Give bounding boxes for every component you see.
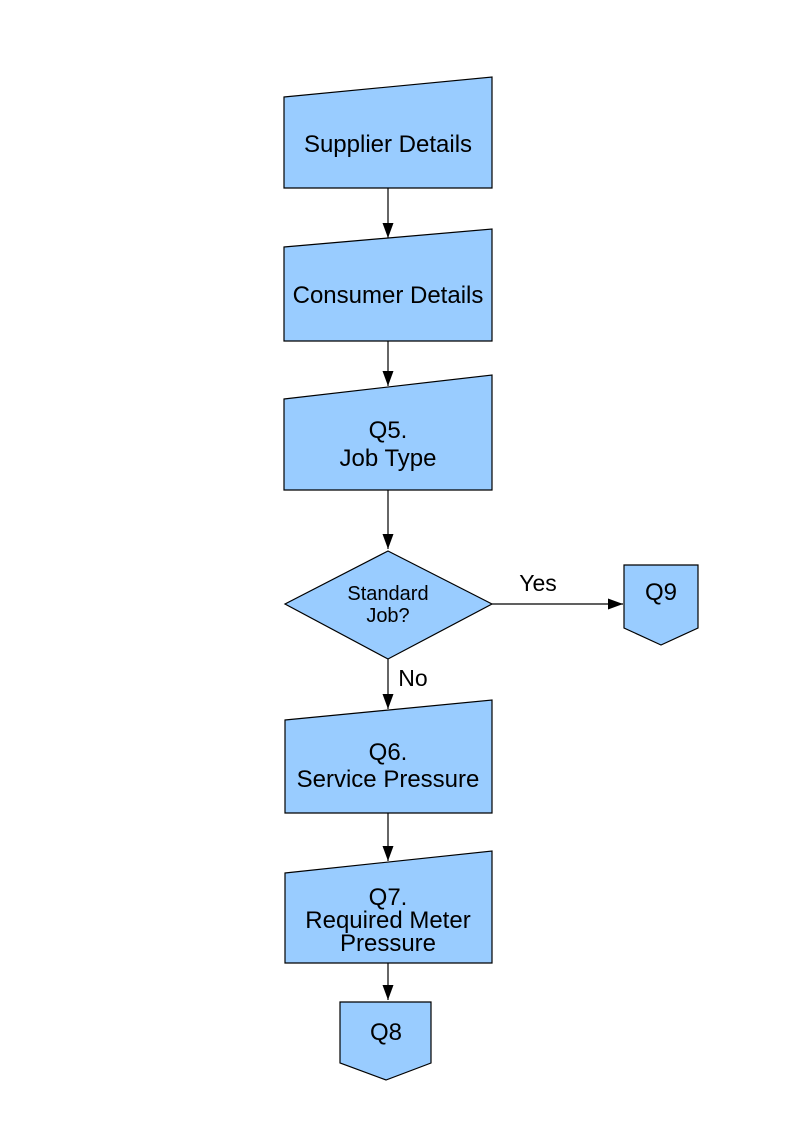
edge-label-no: No xyxy=(398,665,427,691)
node-q7-label-line1: Q7. xyxy=(369,884,408,911)
node-q6-service-pressure xyxy=(284,699,493,814)
decision-label-line1: Standard xyxy=(347,583,428,605)
node-consumer-details xyxy=(283,228,493,342)
node-q9-label: Q9 xyxy=(645,579,677,606)
node-q8-label: Q8 xyxy=(370,1019,402,1046)
node-q5-job-type xyxy=(283,374,493,491)
node-q7-label-line3: Pressure xyxy=(340,930,436,957)
node-q6-label-line2: Service Pressure xyxy=(297,766,480,793)
node-supplier-details xyxy=(283,76,493,189)
node-standard-job-decision xyxy=(283,550,494,660)
node-q8-offpage-connector xyxy=(339,1001,432,1081)
edge-label-yes: Yes xyxy=(519,570,557,596)
node-q7-label-line2: Required Meter xyxy=(305,907,470,934)
node-supplier-details-label: Supplier Details xyxy=(304,131,472,158)
decision-label-line2: Job? xyxy=(366,605,409,627)
node-consumer-details-label: Consumer Details xyxy=(293,282,484,309)
node-q5-label-line1: Q5. xyxy=(369,417,408,444)
node-q5-label-line2: Job Type xyxy=(340,445,437,472)
node-q9-offpage-connector xyxy=(623,564,699,646)
node-q7-required-meter-pressure xyxy=(284,850,493,964)
node-q6-label-line1: Q6. xyxy=(369,739,408,766)
